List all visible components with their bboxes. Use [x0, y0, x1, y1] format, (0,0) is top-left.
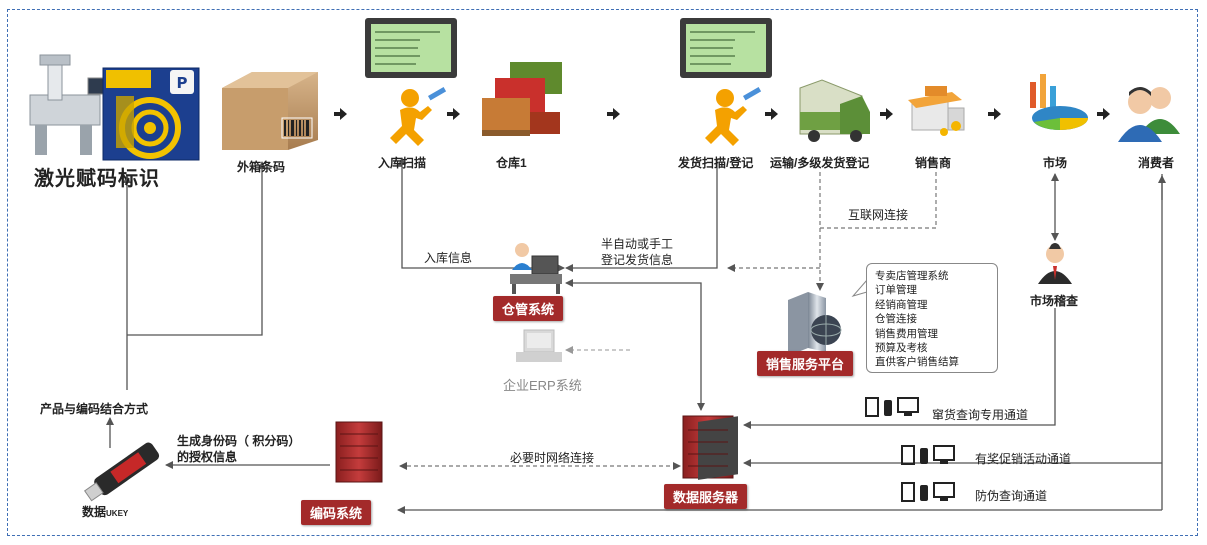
label-market: 市场: [1043, 156, 1068, 170]
label-ukey: 数据UKEY: [82, 505, 129, 519]
label-network-when-needed: 必要时网络连接: [510, 451, 595, 465]
label-shipping-scan: 发货扫描/登记: [678, 156, 754, 170]
tag-sales-platform: 销售服务平台: [757, 351, 854, 376]
line-shipping-info: [565, 158, 718, 272]
label-consumer: 消费者: [1138, 156, 1175, 170]
line-smuggle-channel: [743, 308, 1056, 429]
label-erp: 企业ERP系统: [503, 378, 582, 393]
label-inbound-info: 入库信息: [424, 251, 473, 265]
truck-icon: [799, 79, 870, 142]
line-inbound-info: [398, 157, 565, 272]
tag-coding-system: 编码系统: [301, 500, 372, 525]
bubble-pointer: [851, 278, 868, 297]
label-inbound-scan: 入库扫描: [378, 156, 427, 170]
label-channel-smuggle: 窜货查询专用通道: [932, 408, 1029, 422]
label-generate-code-1: 生成身份码（ 积分码）: [177, 434, 301, 448]
erp-computer-icon: [516, 329, 562, 362]
runner-icon: [705, 87, 762, 146]
platform-function-item: 仓管连接: [875, 313, 917, 326]
label-market-inspection: 市场稽查: [1030, 294, 1079, 308]
server-rack-icon: [682, 415, 738, 480]
operator-desk-icon: [510, 243, 562, 294]
server-rack-icon: [335, 421, 383, 483]
label-warehouse1: 仓库1: [496, 156, 527, 170]
label-generate-code-2: 的授权信息: [177, 450, 238, 464]
consumers-icon: [1118, 87, 1180, 142]
platform-function-item: 直供客户销售结算: [875, 356, 959, 369]
usb-key-icon: [84, 442, 160, 502]
pallets-icon: [482, 62, 562, 136]
channel-devices-smuggle: [865, 397, 919, 417]
platform-function-item: 专卖店管理系统: [875, 270, 949, 282]
laser-machine-icon: [29, 54, 111, 155]
line-server-to-warehouse: [565, 279, 705, 411]
label-dealer: 销售商: [915, 156, 952, 170]
pie-chart-icon: [1030, 74, 1088, 130]
platform-function-item: 订单管理: [875, 284, 917, 297]
runner-icon: [390, 87, 447, 146]
scanner-terminal-icon: [365, 18, 457, 78]
label-channel-anticounterfeit: 防伪查询通道: [975, 489, 1048, 503]
platform-function-item: 销售费用管理: [875, 327, 938, 340]
label-semi-auto-1: 半自动或手工: [601, 237, 674, 251]
label-channel-promo: 有奖促销活动通道: [975, 452, 1072, 466]
channel-devices-anticounterfeit: [901, 482, 955, 502]
channel-devices-promo: [901, 445, 955, 465]
platform-function-item: 预算及考核: [875, 342, 928, 355]
label-semi-auto-2: 登记发货信息: [601, 253, 674, 267]
svg-text:P: P: [177, 74, 188, 92]
server-globe-icon: [788, 292, 842, 356]
label-laser-coding: 激光赋码标识: [34, 168, 160, 190]
top-flow-arrows: [334, 108, 1110, 120]
label-internet-connect: 互联网连接: [848, 208, 909, 222]
scanner-terminal-icon: [680, 18, 772, 78]
line-dealer-internet: [820, 172, 937, 229]
dashed-border: [7, 9, 1198, 536]
inspector-icon: [1038, 243, 1072, 284]
product-pack-icon: P: [102, 67, 200, 161]
store-icon: [908, 86, 965, 136]
label-outer-box-code: 外箱条码: [237, 160, 286, 174]
carton-box-icon: [222, 72, 318, 150]
line-combo-to-box: [127, 161, 266, 336]
tag-data-server: 数据服务器: [664, 484, 748, 509]
platform-function-item: 经销商管理: [875, 298, 928, 311]
platform-functions-bubble: 专卖店管理系统 订单管理 经销商管理 仓管连接 销售费用管理 预算及考核 直供客…: [866, 263, 998, 373]
tag-warehouse-system: 仓管系统: [493, 296, 564, 321]
label-product-code-combo: 产品与编码结合方式: [40, 402, 149, 416]
label-transport: 运输/多级发货登记: [770, 156, 870, 170]
